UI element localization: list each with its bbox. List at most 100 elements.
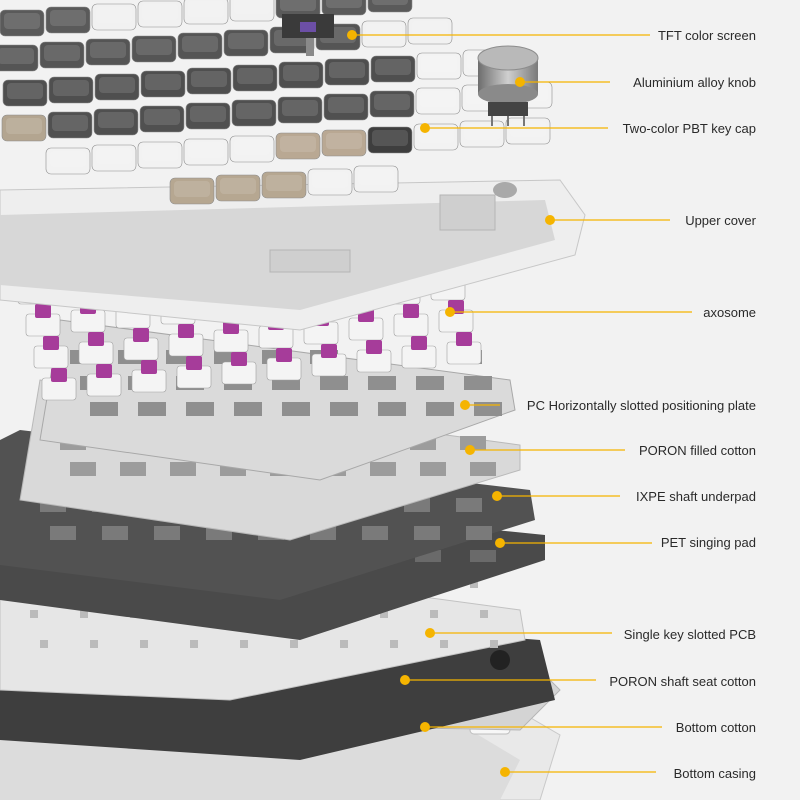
keycap-highlight xyxy=(237,68,273,84)
keycap xyxy=(369,90,415,118)
keycap xyxy=(0,44,39,72)
keycap xyxy=(361,20,407,48)
keycap xyxy=(137,141,183,169)
keycap xyxy=(0,9,45,37)
layer-slot xyxy=(420,462,446,476)
keycap xyxy=(94,73,140,101)
keycap-highlight xyxy=(142,145,178,161)
keycap xyxy=(39,41,85,69)
callout-dot xyxy=(420,722,430,732)
layer-slot xyxy=(470,462,496,476)
layer-slot xyxy=(70,462,96,476)
keycap xyxy=(183,138,229,166)
keycap-highlight xyxy=(188,142,224,158)
callout-lines xyxy=(347,30,692,777)
keycap-highlight xyxy=(375,59,411,75)
tft-screen-part xyxy=(282,14,334,56)
switch-stem xyxy=(43,336,59,350)
keycap-highlight xyxy=(280,136,316,152)
switch-stem xyxy=(96,364,112,378)
layer-slot xyxy=(480,610,488,618)
keycap-highlight xyxy=(280,0,316,11)
keycap-highlight xyxy=(6,118,42,134)
keycap xyxy=(48,76,94,104)
callout-label-knob: Aluminium alloy knob xyxy=(633,75,756,90)
callout-label-pcb: Single key slotted PCB xyxy=(623,627,756,642)
keycap xyxy=(131,35,177,63)
callout-label-plate: PC Horizontally slotted positioning plat… xyxy=(526,398,756,413)
callout-label-keycap: Two-color PBT key cap xyxy=(622,121,756,136)
keycap xyxy=(321,129,367,157)
switch-stem xyxy=(231,352,247,366)
layer-slot xyxy=(154,526,180,540)
callout-label-bottom-casing: Bottom casing xyxy=(673,766,756,781)
keycap xyxy=(139,105,185,133)
layer-slot xyxy=(102,526,128,540)
upper-cover-layer xyxy=(0,179,586,331)
layer-slot xyxy=(240,640,248,648)
callout-label-poron-filled: PORON filled cotton xyxy=(638,443,756,458)
layer-slot xyxy=(190,640,198,648)
switch-stem xyxy=(178,324,194,338)
layer-slot xyxy=(120,462,146,476)
keycap xyxy=(321,0,367,16)
keycap xyxy=(367,126,413,154)
keycap-highlight xyxy=(266,175,302,191)
keycap-highlight xyxy=(312,172,348,188)
keycap xyxy=(353,165,399,193)
switch-stem xyxy=(88,332,104,346)
keycap xyxy=(278,61,324,89)
layer-slot xyxy=(474,402,502,416)
layer-slot xyxy=(430,610,438,618)
keycap xyxy=(45,147,91,175)
keycap-highlight xyxy=(174,181,210,197)
layer-slot xyxy=(30,610,38,618)
keycap-highlight xyxy=(188,1,224,17)
layer-slot xyxy=(138,402,166,416)
keycap xyxy=(215,174,261,202)
layer-slot xyxy=(282,402,310,416)
keycap-highlight xyxy=(52,115,88,131)
keycap-highlight xyxy=(96,148,132,164)
callout-label-bottom-cotton: Bottom cotton xyxy=(675,720,756,735)
keycap-highlight xyxy=(44,45,80,61)
callout-dot xyxy=(545,215,555,225)
keycap-highlight xyxy=(372,130,408,146)
keycap-highlight xyxy=(191,71,227,87)
keycap-highlight xyxy=(510,121,546,137)
callout-label-tft-screen: TFT color screen xyxy=(657,28,756,43)
layer-slot xyxy=(380,610,388,618)
keycap-highlight xyxy=(4,13,40,29)
layer-slot xyxy=(234,402,262,416)
keycap-highlight xyxy=(412,21,448,37)
keycap-layer xyxy=(0,0,553,205)
callout-dot xyxy=(495,538,505,548)
keycap xyxy=(324,58,370,86)
switch-stem xyxy=(141,360,157,374)
layer-slot xyxy=(390,640,398,648)
layer-slot xyxy=(170,462,196,476)
layer-slot xyxy=(40,640,48,648)
keycap-highlight xyxy=(372,0,408,5)
layer-slot xyxy=(490,640,498,648)
keycap xyxy=(231,99,277,127)
keycap-highlight xyxy=(328,97,364,113)
layer-slot xyxy=(362,526,388,540)
keycap-highlight xyxy=(90,42,126,58)
callout-dot xyxy=(465,445,475,455)
keycap xyxy=(416,52,462,80)
callout-dot xyxy=(420,123,430,133)
layer-slot xyxy=(378,402,406,416)
keycap xyxy=(415,87,461,115)
keycap xyxy=(93,108,139,136)
layer-slot xyxy=(290,640,298,648)
keycap-highlight xyxy=(283,65,319,81)
keycap xyxy=(277,96,323,124)
callout-dot xyxy=(445,307,455,317)
keycap-highlight xyxy=(7,83,43,99)
keycap xyxy=(232,64,278,92)
keycap-highlight xyxy=(144,109,180,125)
keycap-highlight xyxy=(220,178,256,194)
keycap-highlight xyxy=(420,91,456,107)
